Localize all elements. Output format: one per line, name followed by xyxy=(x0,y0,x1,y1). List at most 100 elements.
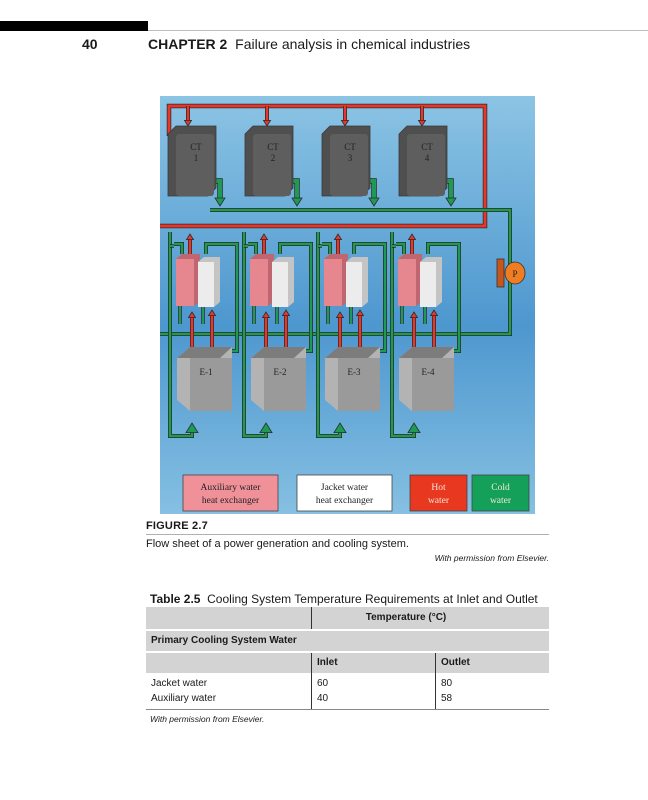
arrow-head-icon xyxy=(185,233,195,241)
arrow-head-icon xyxy=(333,422,347,434)
arrow-head-icon xyxy=(335,311,345,319)
engine-label: E-2 xyxy=(274,367,287,377)
arrow-head-icon xyxy=(185,422,199,434)
col-outlet: Outlet xyxy=(441,657,470,668)
engine-block xyxy=(190,358,232,411)
arrow-head-icon xyxy=(333,233,343,241)
arrow-head-icon xyxy=(187,311,197,319)
arrow-head-icon xyxy=(214,197,226,207)
row-name: Jacket water xyxy=(151,678,208,689)
jacket-loop-pipe xyxy=(204,242,239,353)
pump-icon xyxy=(504,261,526,285)
table-title: Table 2.5 Cooling System Temperature Req… xyxy=(150,592,538,606)
cooling-tower-1: CT1 xyxy=(167,125,217,197)
page-number: 40 xyxy=(82,36,98,52)
arrow-head-icon xyxy=(407,422,421,434)
arrow-head-icon xyxy=(261,311,271,319)
figure-caption: Flow sheet of a power generation and coo… xyxy=(146,538,409,550)
auxiliary-heat-exchanger xyxy=(324,259,342,306)
legend-label-line1: Auxiliary water xyxy=(201,483,262,493)
row-inlet: 60 xyxy=(317,678,329,689)
row-outlet: 80 xyxy=(441,678,453,689)
cooling-tower-3: CT3 xyxy=(321,125,371,197)
cooling-tower-number: 3 xyxy=(348,153,353,163)
cooling-tower-4: CT4 xyxy=(398,125,448,197)
figure-rule xyxy=(146,534,549,535)
engine-label: E-1 xyxy=(200,367,213,377)
auxiliary-heat-exchanger xyxy=(250,259,268,306)
cooling-tower-2: CT2 xyxy=(244,125,294,197)
jacket-heat-exchanger xyxy=(346,262,362,307)
engine-label: E-3 xyxy=(348,367,361,377)
legend-swatch xyxy=(182,474,279,512)
column-divider xyxy=(311,607,312,629)
aux-inlet-pipe xyxy=(174,242,184,254)
arrow-head-icon xyxy=(445,197,457,207)
legend-item-4: Cold water xyxy=(471,474,530,512)
engine-top xyxy=(177,347,232,358)
legend-label-line2: heat exchanger xyxy=(202,496,260,506)
pump-base xyxy=(496,258,505,288)
legend-label-line2: heat exchanger xyxy=(316,496,374,506)
header-temperature: Temperature (°C) xyxy=(365,612,447,623)
aux-inlet-pipe xyxy=(322,242,332,254)
table-subheader-row: Inlet Outlet xyxy=(146,653,549,673)
figure-credit: With permission from Elsevier. xyxy=(434,553,549,563)
table-label: Table 2.5 xyxy=(150,592,201,606)
col-inlet: Inlet xyxy=(317,657,338,668)
engine-block xyxy=(264,358,306,411)
aux-inlet-pipe xyxy=(396,242,406,254)
cooling-tower-number: 2 xyxy=(271,153,276,163)
hot-water-return-pipe xyxy=(160,104,487,228)
engine-block xyxy=(338,358,380,411)
table-bottom-rule xyxy=(146,709,549,710)
table-title-text: Cooling System Temperature Requirements … xyxy=(207,592,538,606)
table-row: Auxiliary water 40 58 xyxy=(146,691,549,707)
cooling-tower-face xyxy=(176,134,214,196)
aux-inlet-pipe xyxy=(248,242,258,254)
cooling-tower-face xyxy=(253,134,291,196)
engine-group-4: E-4 xyxy=(398,254,454,411)
row-outlet: 58 xyxy=(441,693,453,704)
engine-group-1: E-1 xyxy=(176,254,232,411)
engine-label: E-4 xyxy=(422,367,435,377)
chapter-title: Failure analysis in chemical industries xyxy=(235,36,471,52)
row-inlet: 40 xyxy=(317,693,329,704)
column-divider xyxy=(435,653,436,710)
jacket-loop-pipe xyxy=(278,242,313,353)
arrow-head-icon xyxy=(262,119,272,127)
engine-top xyxy=(325,347,380,358)
cooling-tower-label: CT xyxy=(190,142,202,152)
table-section-row: Primary Cooling System Water xyxy=(146,631,549,651)
cooling-tower-label: CT xyxy=(344,142,356,152)
jacket-heat-exchanger xyxy=(420,262,436,307)
header-rule xyxy=(148,30,648,31)
arrow-head-icon xyxy=(183,119,193,127)
arrow-head-icon xyxy=(207,309,217,317)
chapter-label: CHAPTER 2 xyxy=(148,36,228,52)
cooling-tower-face xyxy=(407,134,445,196)
engine-block xyxy=(412,358,454,411)
cooling-tower-label: CT xyxy=(267,142,279,152)
arrow-head-icon xyxy=(409,311,419,319)
legend-label-line2: water xyxy=(428,496,450,506)
legend-swatch xyxy=(409,474,468,512)
pump-label: P xyxy=(512,269,517,279)
table-credit: With permission from Elsevier. xyxy=(150,714,265,724)
cooling-tower-number: 4 xyxy=(425,153,430,163)
arrow-head-icon xyxy=(407,233,417,241)
running-header: CHAPTER 2 Failure analysis in chemical i… xyxy=(148,36,470,52)
legend-swatch xyxy=(296,474,393,512)
arrow-head-icon xyxy=(355,309,365,317)
engine-group-3: E-3 xyxy=(324,254,380,411)
arrow-head-icon xyxy=(417,119,427,127)
legend-label-line2: water xyxy=(490,496,512,506)
jacket-loop-pipe xyxy=(426,242,461,353)
table-header-row: Temperature (°C) xyxy=(146,607,549,629)
legend-label-line1: Cold xyxy=(491,483,510,493)
legend-swatch xyxy=(471,474,530,512)
table-row: Jacket water 60 80 xyxy=(146,676,549,692)
